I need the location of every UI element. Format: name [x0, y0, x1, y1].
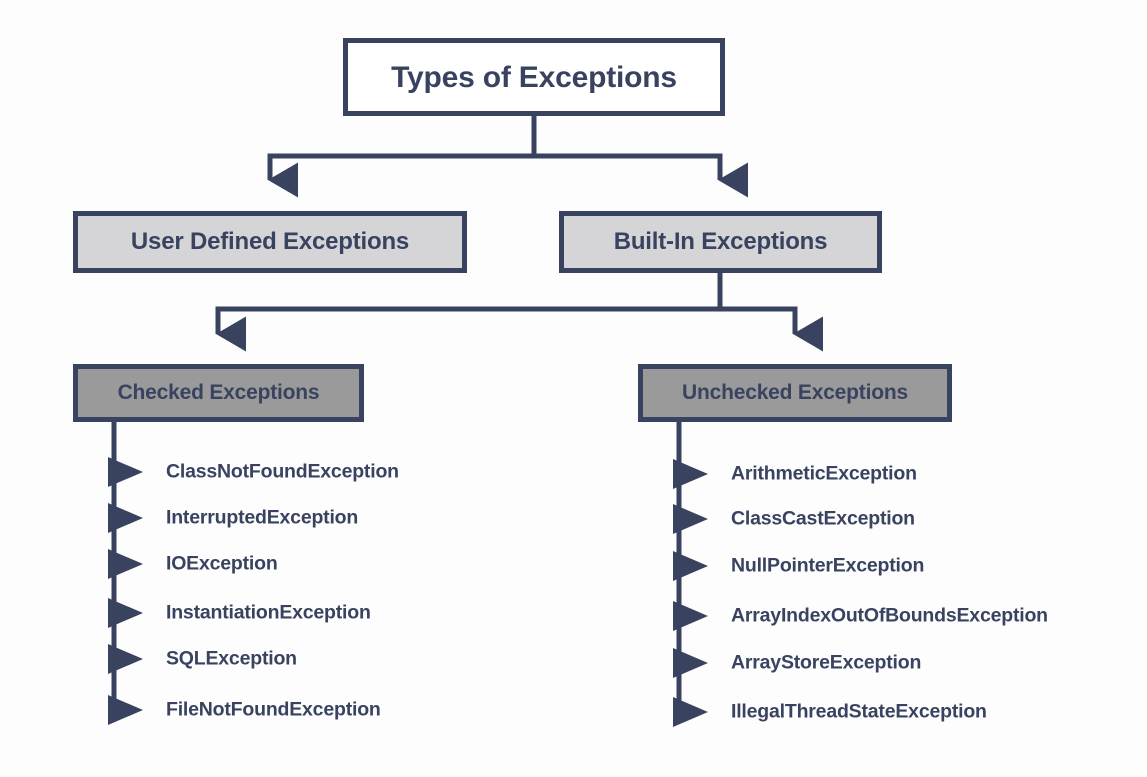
- leaf-item: ArrayIndexOutOfBoundsException: [731, 604, 1048, 627]
- leaf-item: ArrayStoreException: [731, 651, 922, 674]
- edge-root-to-user-defined: [267, 116, 537, 198]
- node-types-of-exceptions: Types of Exceptions: [343, 38, 725, 116]
- leaf-item: ClassNotFoundException: [166, 460, 399, 483]
- node-user-defined-exceptions: User Defined Exceptions: [73, 211, 467, 273]
- leaf-item: ArithmeticException: [731, 462, 917, 485]
- edge-built-in-to-unchecked: [717, 273, 823, 352]
- node-checked-exceptions: Checked Exceptions: [73, 364, 364, 422]
- leaf-item: FileNotFoundException: [166, 698, 381, 721]
- edge-root-to-built-in: [531, 116, 748, 198]
- edge-built-in-to-checked: [215, 273, 723, 352]
- leaf-item: NullPointerException: [731, 554, 925, 577]
- leaf-item: InterruptedException: [166, 506, 359, 529]
- node-built-in-exceptions: Built-In Exceptions: [559, 211, 882, 273]
- leaf-item: ClassCastException: [731, 507, 915, 530]
- leaf-item: SQLException: [166, 647, 297, 670]
- node-unchecked-exceptions: Unchecked Exceptions: [638, 364, 952, 422]
- leaf-item: IOException: [166, 552, 278, 575]
- leaf-item: IllegalThreadStateException: [731, 700, 987, 723]
- leaf-item: InstantiationException: [166, 601, 371, 624]
